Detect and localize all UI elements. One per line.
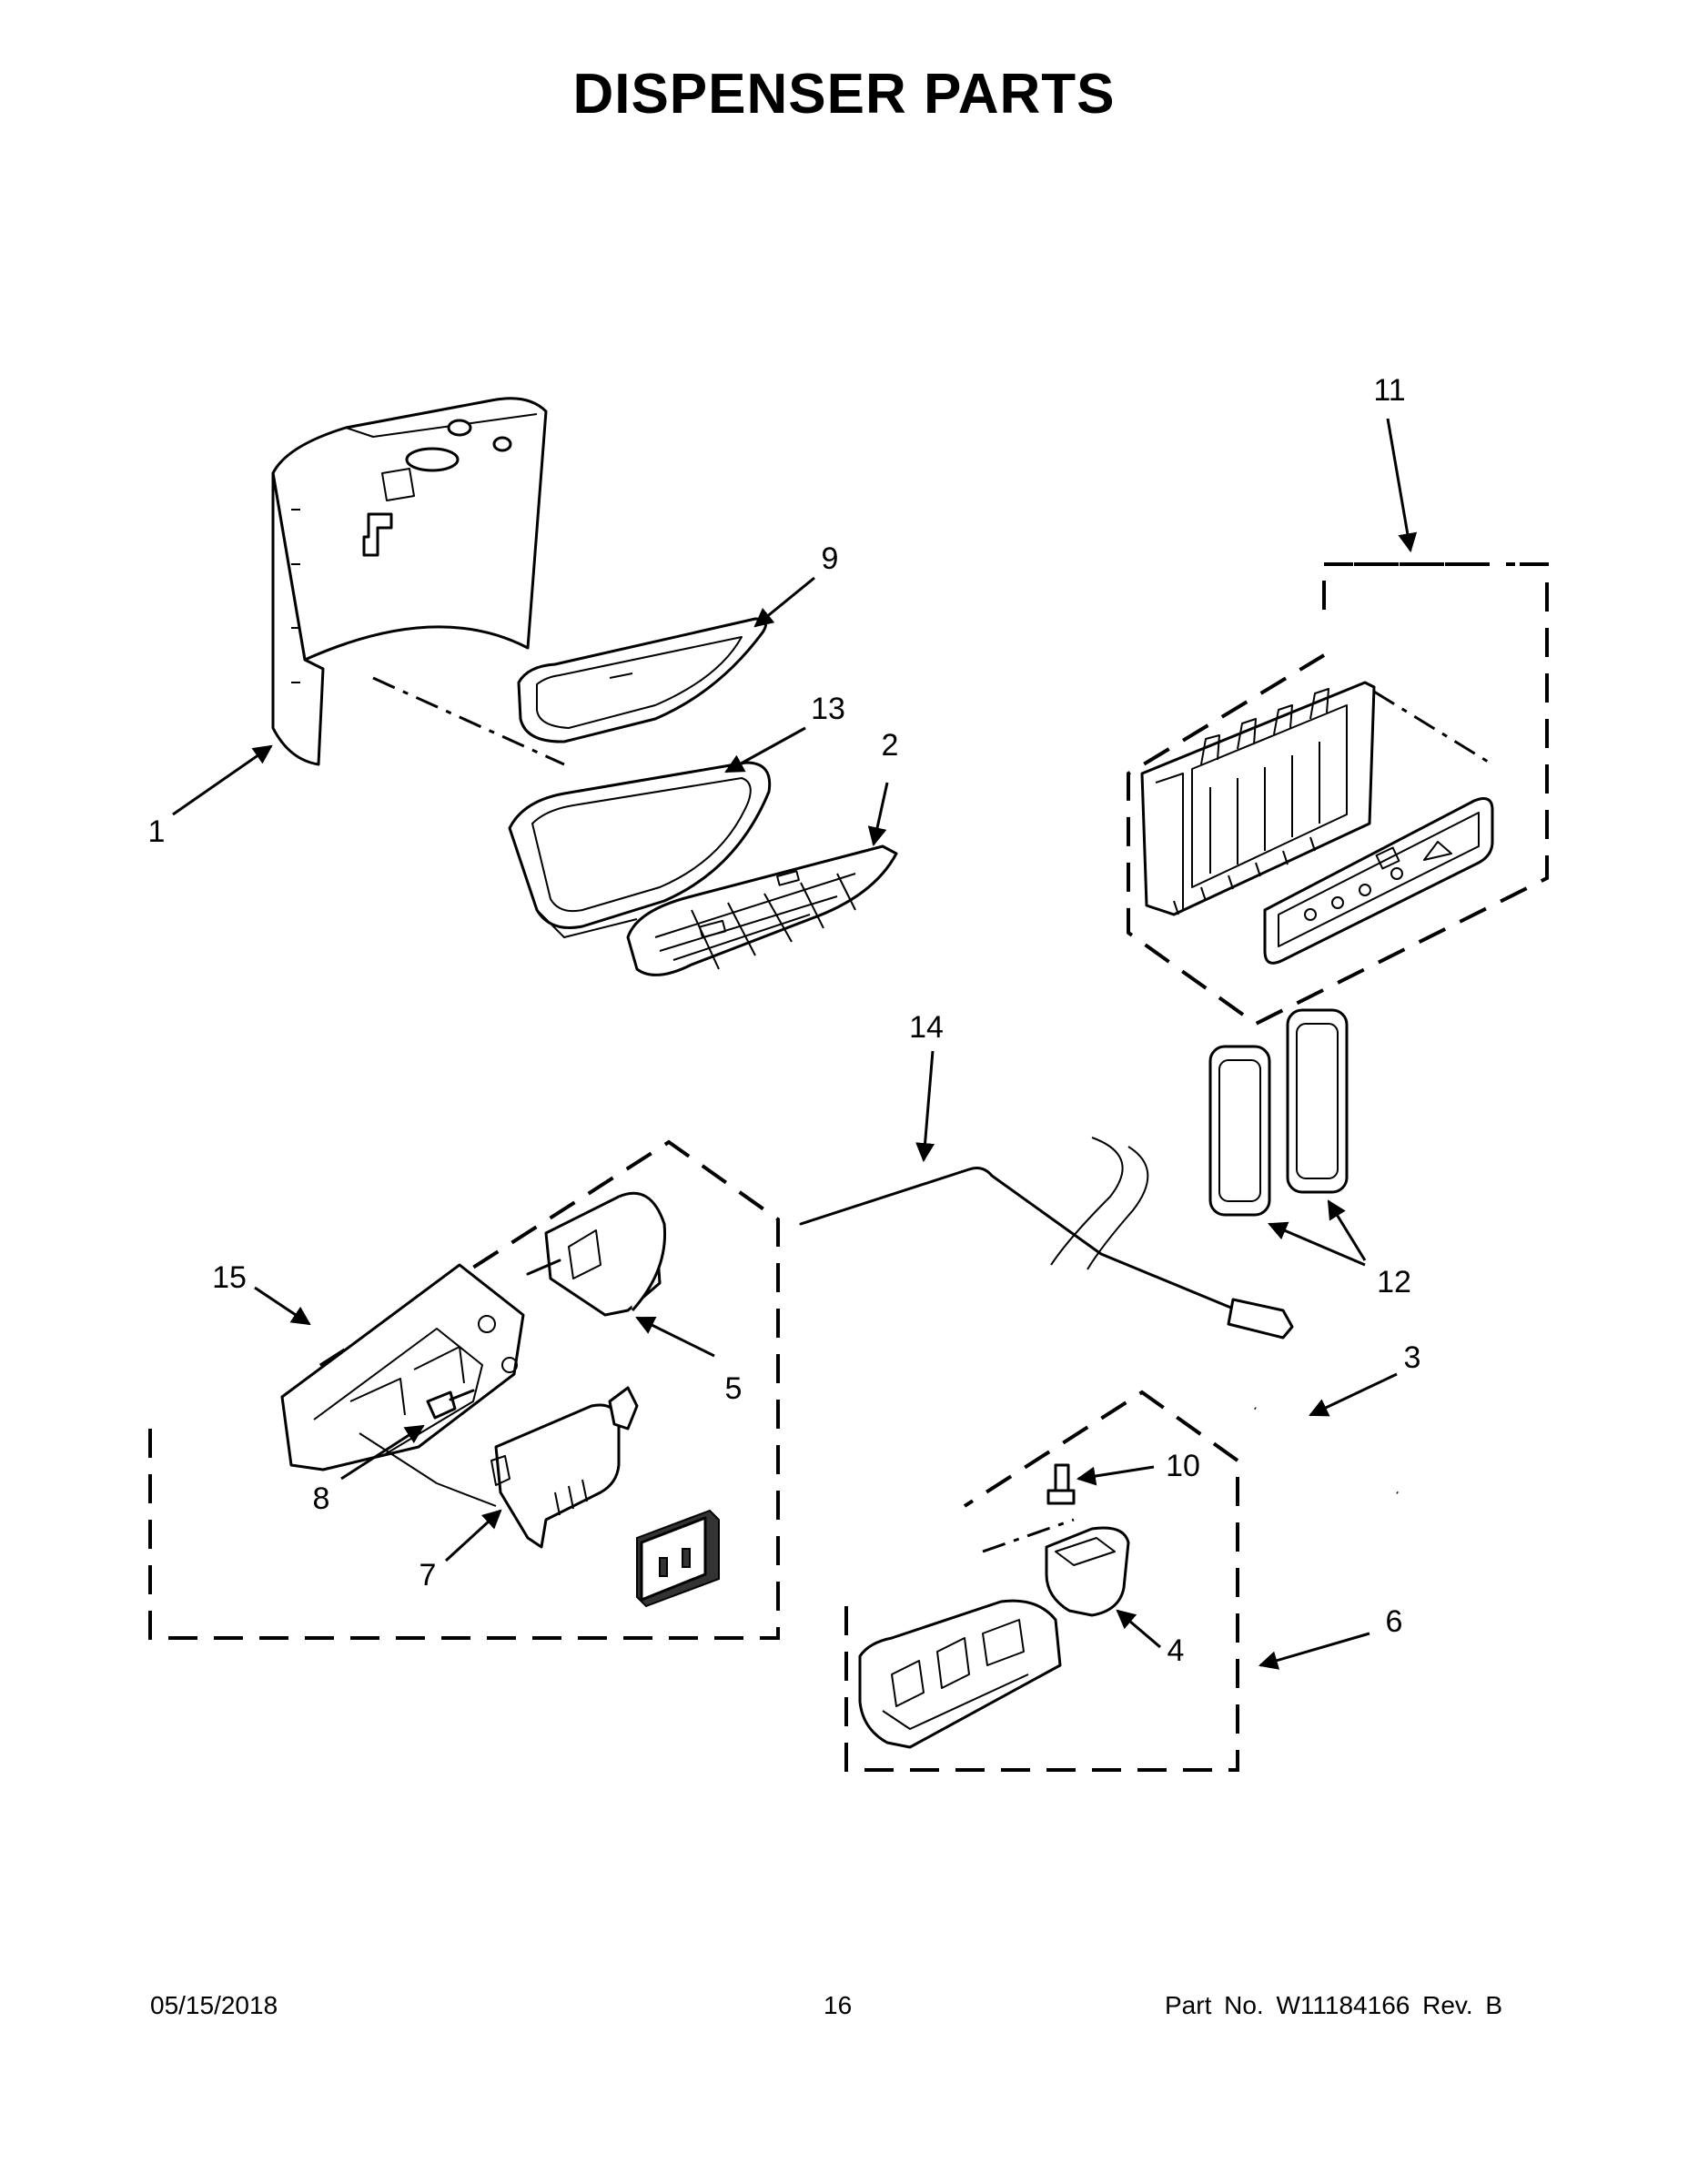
- callout-10: 10: [1166, 1449, 1200, 1483]
- drip-grille-part-2: [626, 844, 898, 976]
- callout-4: 4: [1167, 1633, 1185, 1668]
- callout-1: 1: [148, 814, 166, 849]
- drip-tray-part-13: [508, 761, 772, 938]
- mounting-bracket-part-15: [280, 1263, 525, 1507]
- footer-page-number: 16: [824, 1991, 853, 2019]
- callout-15: 15: [212, 1260, 247, 1295]
- assembly-boundary-11: [1127, 562, 1549, 1026]
- alignment-line-6: [982, 1518, 1075, 1553]
- paddle-pads-part-12: [1208, 1008, 1349, 1217]
- motor-part-5: [526, 1191, 667, 1317]
- footer-date: 05/15/2018: [150, 1991, 278, 2019]
- gasket-part-9: [517, 617, 768, 743]
- leader-lines: [172, 418, 1418, 1670]
- cap-part-15b: [636, 1509, 720, 1608]
- dispenser-housing-part-1: [271, 397, 548, 766]
- screw-part-8: [426, 1389, 475, 1420]
- callout-9: 9: [822, 541, 839, 576]
- footer-part-number: Part No. W11184166 Rev. B: [1165, 1991, 1503, 2019]
- alignment-line-1: [372, 676, 565, 766]
- user-interface-board-part-11: [1140, 681, 1494, 965]
- switch-part-10: [1046, 1463, 1076, 1505]
- control-housing-part-6: [858, 1599, 1062, 1749]
- assembly-boundary-15: [148, 1139, 780, 1640]
- callout-7: 7: [419, 1558, 437, 1592]
- callout-6: 6: [1386, 1604, 1403, 1639]
- callout-5: 5: [725, 1371, 743, 1406]
- callout-13: 13: [811, 692, 845, 726]
- callout-3: 3: [1404, 1340, 1421, 1375]
- rod-part-3: [1254, 1407, 1399, 1494]
- alignment-line-11: [1373, 690, 1493, 766]
- callout-12: 12: [1377, 1265, 1411, 1299]
- actuator-part-7: [490, 1386, 639, 1549]
- callout-11: 11: [1373, 373, 1405, 408]
- water-tube-part-14: [799, 1137, 1294, 1340]
- callout-2: 2: [882, 728, 899, 763]
- callout-8: 8: [313, 1481, 330, 1516]
- callout-14: 14: [909, 1010, 944, 1045]
- page-title: DISPENSER PARTS: [572, 63, 1116, 126]
- lamp-socket-part-4: [1045, 1526, 1130, 1617]
- assembly-boundary-6: [844, 1390, 1239, 1772]
